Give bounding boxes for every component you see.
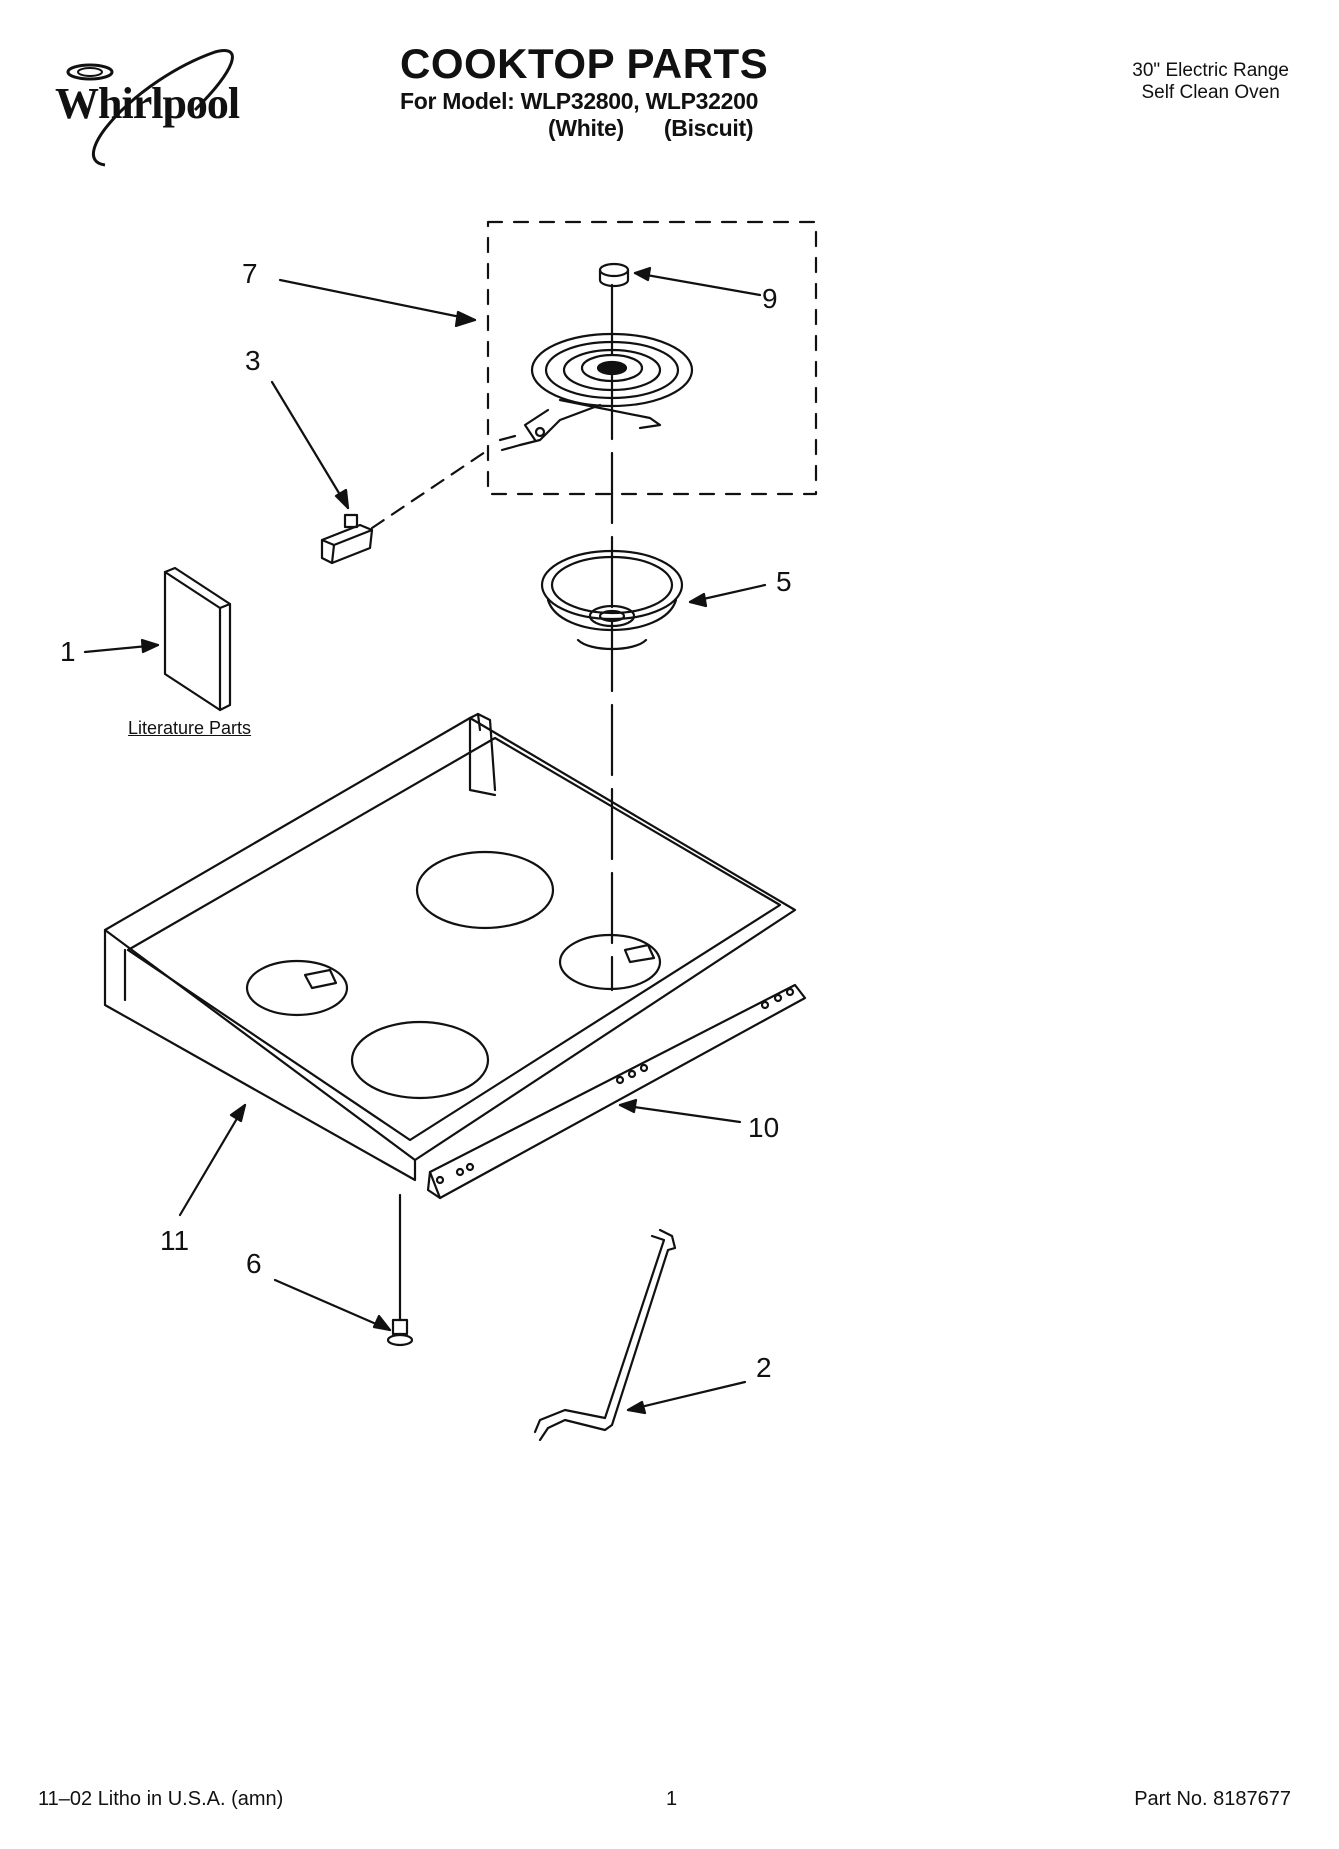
leader-2 [626,1380,747,1412]
appliance-subtype: Self Clean Oven [1141,82,1280,103]
literature-parts-label: Literature Parts [128,718,252,738]
callout-7: 7 [242,258,258,289]
callout-3: 3 [245,345,261,376]
variant-biscuit: (Biscuit) [663,115,754,141]
brand-logo [45,40,275,170]
callout-6: 6 [246,1248,262,1279]
callout-9: 9 [762,283,778,314]
callout-1: 1 [60,636,76,667]
print-info: 11–02 Litho in U.S.A. (amn) [38,1788,284,1810]
logo-swoosh-icon [66,49,234,167]
part-10-front-rail [426,983,807,1200]
leader-7 [278,278,477,322]
page-number: 1 [666,1788,678,1810]
leader-3 [270,380,350,510]
model-line: For Model: WLP32800, WLP32200 [400,88,759,114]
leader-lines [83,266,767,1415]
part-7-surface-element [498,332,694,452]
leader-11 [178,1103,247,1217]
part-2-wire-brace [533,1228,677,1442]
part-5-drip-bowl [540,549,684,650]
part-11-cooktop [103,712,797,1182]
element-group-box [486,220,818,496]
page-title: COOKTOP PARTS [400,40,769,87]
color-variants: (White) (Biscuit) [548,115,1000,142]
appliance-description: 30" Electric Range Self Clean Oven [1132,60,1289,104]
part-6-screw [386,1193,414,1347]
callout-10: 10 [748,1112,780,1143]
leader-9 [633,271,762,297]
callout-5: 5 [776,566,792,597]
part-9-cap [598,262,630,288]
appliance-type: 30" Electric Range [1132,60,1289,81]
brand-name: Whirlpool [55,79,240,128]
leader-6 [273,1278,392,1332]
callout-11: 11 [160,1225,190,1256]
leader-10 [618,1103,742,1124]
part-3-terminal-block [320,448,490,565]
part-1-literature [163,566,232,712]
title-block: COOKTOP PARTS For Model: WLP32800, WLP32… [400,40,1000,142]
part-number: Part No. 8187677 [1134,1788,1291,1810]
callout-2: 2 [756,1352,772,1383]
variant-white: (White) [548,115,624,141]
